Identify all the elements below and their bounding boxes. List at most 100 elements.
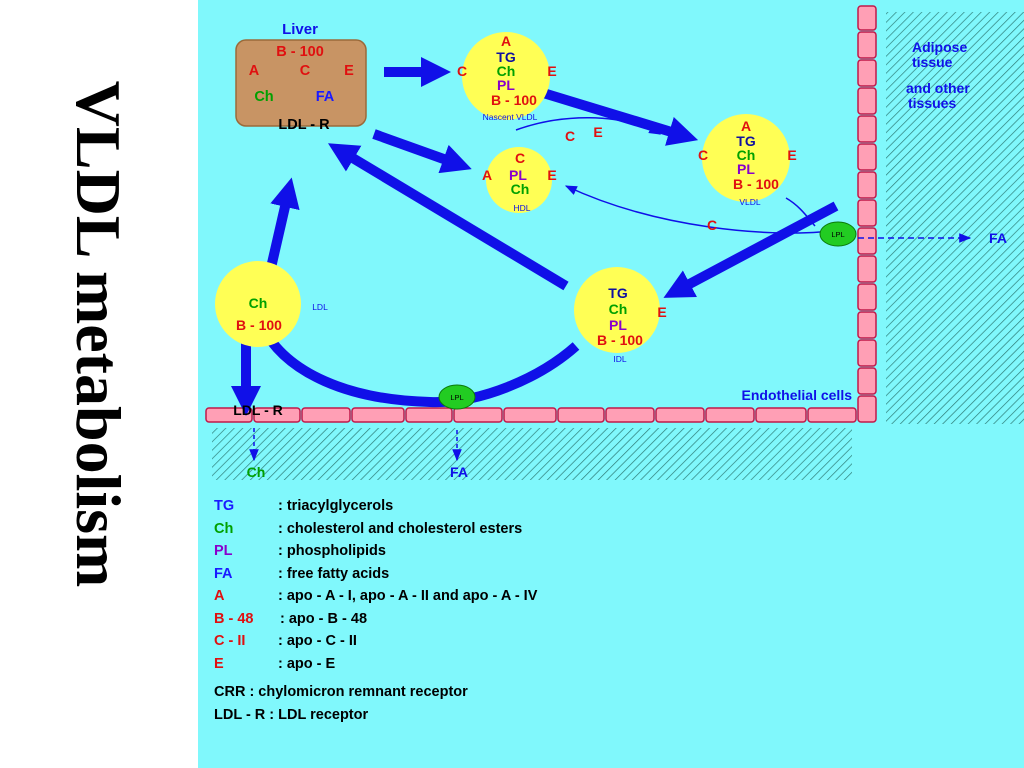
adipose-label-line1: Adipose — [912, 39, 967, 55]
idl-particle — [574, 267, 660, 353]
arrow-ldl-to-liver — [265, 177, 300, 274]
liver-e: E — [344, 63, 354, 79]
fa-label-bottom: FA — [450, 464, 468, 480]
hdl-caption: HDL — [513, 203, 530, 213]
vldl-tg: TG — [736, 133, 756, 149]
liver-b100: B - 100 — [276, 44, 324, 60]
nascent-vldl-tg: TG — [496, 49, 516, 65]
vldl-pl: PL — [737, 161, 755, 177]
legend-definition: CRR : chylomicron remnant receptor — [214, 684, 468, 700]
liver-fa: FA — [316, 89, 335, 105]
lower-tissue-region — [212, 428, 852, 480]
hdl-ch: Ch — [511, 181, 530, 197]
adipose-tissue-region — [886, 12, 1024, 424]
legend-abbr: Ch — [214, 520, 234, 537]
adipose-label-line4: tissues — [908, 95, 956, 111]
legend-abbr: FA — [214, 565, 233, 582]
arrow-liver-to-hdl — [372, 129, 472, 174]
nascent-vldl-e: E — [547, 63, 556, 79]
vldl-b100: B - 100 — [733, 176, 779, 192]
legend-item: Ch : cholesterol and cholesterol esters — [214, 520, 522, 544]
vldl-c: C — [698, 147, 708, 163]
lpl-enzyme-bottom — [438, 384, 476, 410]
legend-definition: LDL - R : LDL receptor — [214, 706, 369, 723]
liver-c: C — [300, 63, 311, 79]
legend-definition: : free fatty acids — [278, 565, 390, 582]
arrow-vldl-to-idl — [663, 201, 839, 298]
endothelial-label: Endothelial cells — [742, 387, 853, 403]
legend-abbr: E — [214, 655, 224, 672]
legend-item: LDL - R : LDL receptor — [214, 707, 468, 730]
nascent-vldl-a: A — [501, 33, 511, 49]
hdl-e: E — [547, 167, 556, 183]
legend-item: CRR : chylomicron remnant receptor — [214, 684, 468, 707]
legend-item: E : apo - E — [214, 656, 468, 679]
liver-a: A — [249, 63, 260, 79]
vldl-ch: Ch — [737, 147, 756, 163]
legend-item: C - II : apo - C - II — [214, 633, 468, 656]
nascent-vldl-ch: Ch — [497, 63, 516, 79]
arrow-label-c: C — [565, 128, 575, 144]
liver-ch: Ch — [254, 89, 273, 105]
legend-definition: : apo - B - 48 — [280, 610, 368, 627]
ldl-ch: Ch — [249, 295, 268, 311]
legend-definition: : cholesterol and cholesterol esters — [278, 520, 523, 537]
idl-b100: B - 100 — [597, 332, 643, 348]
legend-definition: : triacylglycerols — [278, 498, 394, 514]
liver-box — [235, 39, 367, 127]
ch-label-bottom: Ch — [247, 464, 266, 480]
arrow-vldl-to-lpl — [785, 197, 816, 227]
hdl-particle — [486, 147, 552, 213]
ldl-caption: LDL — [312, 302, 328, 312]
lpl-label-right: LPL — [831, 230, 844, 239]
arrow-ce-to-vldl — [515, 117, 662, 135]
legend-definition: : apo - C - II — [278, 633, 357, 649]
endothelial-wall-vertical — [857, 5, 877, 423]
vldl-e: E — [787, 147, 796, 163]
hdl-c: C — [515, 150, 525, 166]
ldl-particle — [215, 261, 301, 347]
vldl-caption: VLDL — [739, 197, 761, 207]
idl-e: E — [657, 304, 666, 320]
hdl-pl: PL — [509, 167, 527, 183]
idl-tg: TG — [608, 285, 628, 301]
thin-arrows — [249, 117, 972, 462]
legend-definition: : apo - E — [278, 655, 336, 672]
nascent-vldl-b100: B - 100 — [491, 92, 537, 108]
idl-caption: IDL — [613, 354, 627, 364]
fa-label-right: FA — [989, 230, 1007, 246]
adipose-label-line2: tissue — [912, 54, 953, 70]
legend: TG : triacylglycerols Ch : cholesterol a… — [214, 498, 537, 730]
liver-label: Liver — [282, 21, 318, 38]
ldl-receptor-bottom-label: LDL - R — [233, 402, 283, 418]
nascent-vldl-pl: PL — [497, 77, 515, 93]
arrow-label-e: E — [593, 124, 602, 140]
legend-item: FA : free fatty acids — [214, 566, 468, 589]
legend-definition: : apo - A - I, apo - A - II and apo - A … — [278, 588, 538, 604]
lpl-label-bottom: LPL — [450, 393, 463, 402]
endothelial-wall-horizontal — [205, 407, 857, 423]
ldl-b100: B - 100 — [236, 317, 282, 333]
arrow-nascent-to-vldl — [538, 87, 699, 146]
legend-abbr: B - 48 — [214, 610, 254, 627]
arrow-label-c-lower: C — [707, 217, 717, 233]
adipose-label-line3: and other — [906, 80, 970, 96]
ldl-receptor-label: LDL - R — [278, 117, 330, 133]
arrow-c-back-to-hdl — [564, 185, 821, 234]
nascent-vldl-caption: Nascent VLDL — [483, 112, 538, 122]
legend-abbr: TG — [214, 498, 235, 514]
legend-abbr: C - II — [214, 633, 246, 649]
side-title-area: VLDL metabolism — [0, 0, 196, 768]
legend-item: A : apo - A - I, apo - A - II and apo - … — [214, 588, 537, 611]
vldl-a: A — [741, 118, 751, 134]
arrow-idl-to-liver — [327, 143, 569, 291]
legend-item: PL : phospholipids — [214, 543, 468, 566]
idl-ch: Ch — [609, 301, 628, 317]
legend-item: TG : triacylglycerols — [214, 498, 468, 521]
nascent-vldl-c: C — [457, 63, 467, 79]
legend-item: B - 48 : apo - B - 48 — [214, 611, 468, 634]
legend-definition: : phospholipids — [278, 543, 386, 559]
arrow-idl-to-ldl-curve — [257, 323, 580, 408]
vldl-particle — [702, 114, 790, 202]
